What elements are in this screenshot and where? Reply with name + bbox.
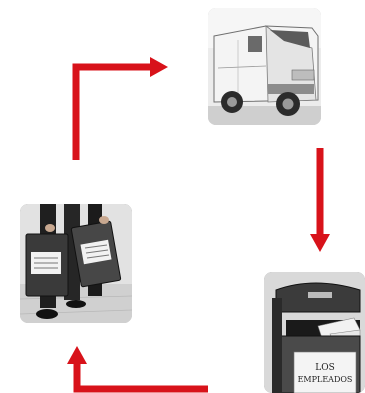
- arrow-head-up-icon: [67, 346, 87, 364]
- arrow-head-down-icon: [310, 234, 330, 252]
- arrow-head-right-icon: [150, 57, 168, 77]
- arrow-guards-to-van: [76, 67, 152, 160]
- arrow-bin-to-guards: [77, 362, 208, 389]
